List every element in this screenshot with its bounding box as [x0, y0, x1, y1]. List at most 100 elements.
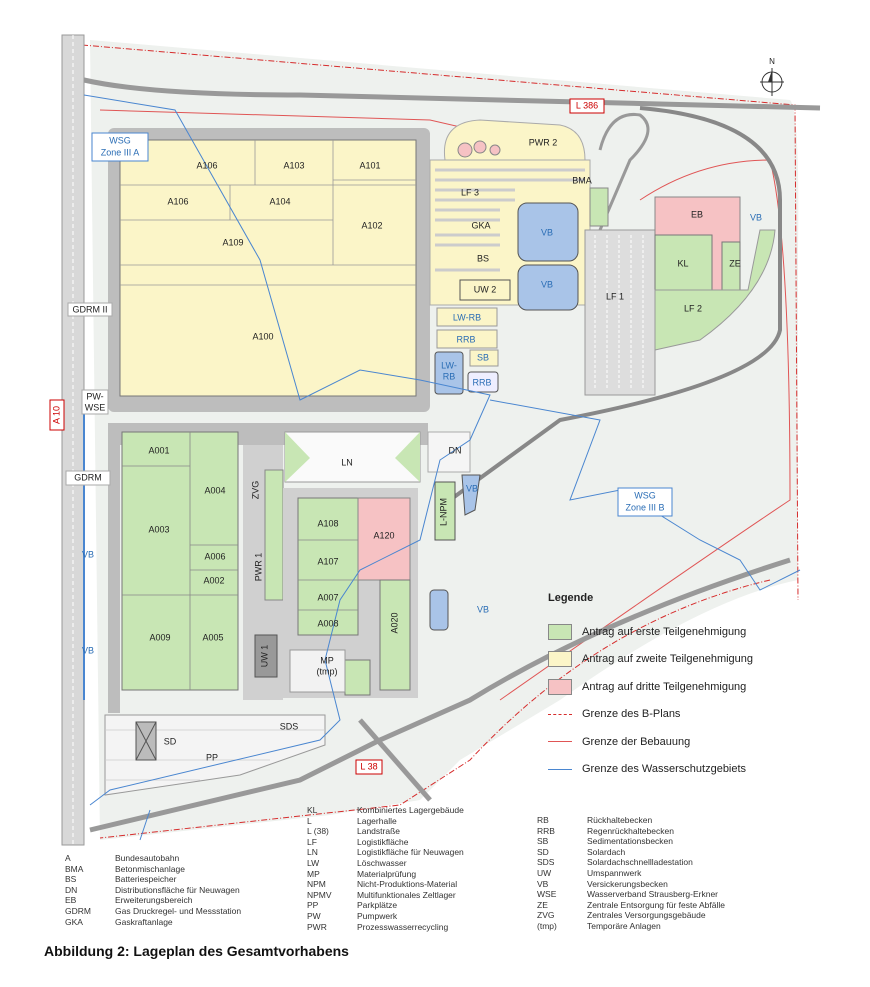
label-sb: SB [477, 352, 489, 362]
label-north: N [769, 57, 775, 66]
basin-rrb [467, 371, 499, 393]
label-a100: A100 [252, 331, 273, 341]
abbreviation-meaning: Kombiniertes Lagergebäude [357, 805, 464, 815]
label-a103: A103 [283, 160, 304, 170]
label-sds: SDS [280, 721, 299, 731]
label-pw: PW- [86, 391, 103, 401]
label-gdrm: GDRM [74, 472, 102, 482]
label-zvg: ZVG [250, 481, 260, 500]
abbreviation-row: ZE Zentrale Entsorgung für feste Abfälle [537, 900, 725, 911]
abbreviation-row: L (38)Landstraße [307, 826, 464, 837]
block-a100-group [119, 139, 417, 397]
legend-swatch-pink [548, 678, 572, 695]
label-a108: A108 [317, 518, 338, 528]
label-a002: A002 [203, 575, 224, 585]
abbreviation-key: (tmp) [537, 920, 557, 931]
road-southeast [89, 557, 791, 833]
legend-label: Antrag auf dritte Teilgenehmigung [582, 680, 747, 693]
label-lw-rb-2a: LW- [441, 360, 457, 370]
abbreviation-row: GKA Gaskraftanlage [65, 917, 241, 928]
label-eb: EB [691, 209, 703, 219]
abbreviation-key: SB [537, 836, 549, 847]
abbreviation-key: VB [537, 878, 549, 889]
abbreviation-row: RRB Regenrückhaltebecken [537, 826, 725, 837]
label-vb-6: VB [82, 645, 94, 655]
legend-label: Grenze des B-Plans [582, 708, 681, 721]
label-l-npm: L-NPM [438, 498, 448, 526]
basin-vb-2 [517, 264, 579, 311]
label-vb-3: VB [750, 212, 762, 222]
abbreviation-key: L [307, 815, 312, 826]
legend: Legende Antrag auf erste Teilgenehmigung… [548, 592, 808, 783]
abbreviation-row: (tmp)Temporäre Anlagen [537, 921, 725, 932]
legend-line-dashdot [548, 713, 572, 715]
block-a020 [379, 579, 411, 691]
label-gdrm-ii: GDRM II [73, 304, 108, 314]
legend-item-wsg: Grenze des Wasserschutzgebiets [548, 756, 808, 784]
abbreviation-meaning: Parkplätze [357, 900, 398, 911]
abbreviation-key: SD [537, 846, 549, 857]
abbreviation-meaning: Distributionsfläche für Neuwagen [115, 884, 240, 895]
parking-area [104, 714, 326, 796]
abbreviation-row: DN Distributionsfläche für Neuwagen [65, 885, 241, 896]
label-dn: DN [449, 445, 462, 455]
abbreviation-meaning: Zentrale Entsorgung für feste Abfälle [587, 899, 725, 910]
abbreviation-meaning: Regenrückhaltebecken [587, 825, 674, 836]
label-a106-b: A106 [167, 196, 188, 206]
legend-swatch-green [548, 623, 572, 640]
label-vb-7: VB [477, 604, 489, 614]
label-uw1: UW 1 [259, 645, 269, 668]
abbreviation-meaning: Gas Druckregel- und Messstation [115, 905, 242, 916]
basin-lw-rb [434, 351, 464, 395]
label-a004: A004 [204, 485, 225, 495]
road-north [83, 77, 821, 111]
label-a003: A003 [148, 524, 169, 534]
label-a001: A001 [148, 445, 169, 455]
basin-vb-1 [517, 202, 579, 262]
abbreviation-key: A [65, 853, 71, 863]
label-mp: MP [320, 655, 334, 665]
label-bma: BMA [572, 175, 592, 185]
abbreviation-key: RRB [537, 825, 555, 836]
label-tmp: (tmp) [317, 666, 338, 676]
abbreviation-meaning: Gaskraftanlage [115, 916, 173, 927]
abbreviation-key: ZVG [537, 910, 555, 921]
abbreviation-key: ZE [537, 899, 548, 910]
label-sd: SD [164, 736, 177, 746]
label-lf1: LF 1 [606, 291, 624, 301]
abbreviation-meaning: Solardach [587, 846, 626, 857]
legend-item-second: Antrag auf zweite Teilgenehmigung [548, 646, 808, 674]
label-a007: A007 [317, 592, 338, 602]
label-a107: A107 [317, 556, 338, 566]
legend-label: Antrag auf zweite Teilgenehmigung [582, 653, 754, 666]
label-pwr2: PWR 2 [529, 137, 558, 147]
abbreviation-key: DN [65, 884, 78, 895]
label-l386: L 386 [576, 100, 598, 110]
abbreviation-key: BMA [65, 863, 84, 874]
road-l38 [358, 718, 432, 802]
label-a106: A106 [196, 160, 217, 170]
abbreviation-key: PWR [307, 921, 327, 932]
abbreviation-key: NPMV [307, 889, 332, 900]
legend-item-third: Antrag auf dritte Teilgenehmigung [548, 673, 808, 701]
label-lf2: LF 2 [684, 303, 702, 313]
abbreviation-key: GKA [65, 916, 83, 927]
bma-area [589, 187, 609, 227]
abbreviation-key: UW [537, 867, 552, 878]
label-a006: A006 [204, 551, 225, 561]
label-l38: L 38 [360, 761, 377, 771]
label-a102: A102 [361, 220, 382, 230]
